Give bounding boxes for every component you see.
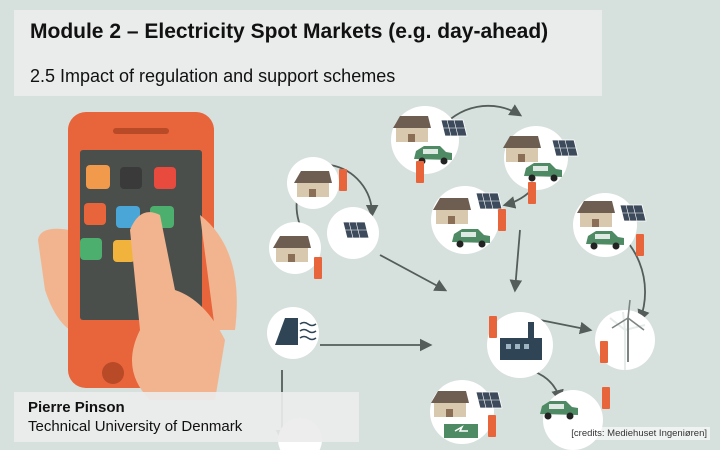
author-panel: Pierre Pinson Technical University of De… [14, 392, 359, 442]
image-credits: [credits: Mediehuset Ingeniøren] [568, 427, 710, 440]
electric-car-icon [414, 146, 624, 420]
title-panel: Module 2 – Electricity Spot Markets (e.g… [14, 10, 602, 96]
factory-icon [500, 322, 542, 360]
hydro-dam-icon [275, 318, 317, 345]
battery-charge-icon [444, 424, 478, 438]
wind-turbine-icon [611, 299, 645, 362]
slide-title: Module 2 – Electricity Spot Markets (e.g… [30, 20, 549, 43]
smartphone-icon [38, 112, 237, 400]
author-affiliation: Technical University of Denmark [28, 418, 243, 435]
author-name: Pierre Pinson [28, 399, 125, 416]
slide-subtitle: 2.5 Impact of regulation and support sch… [30, 66, 396, 86]
